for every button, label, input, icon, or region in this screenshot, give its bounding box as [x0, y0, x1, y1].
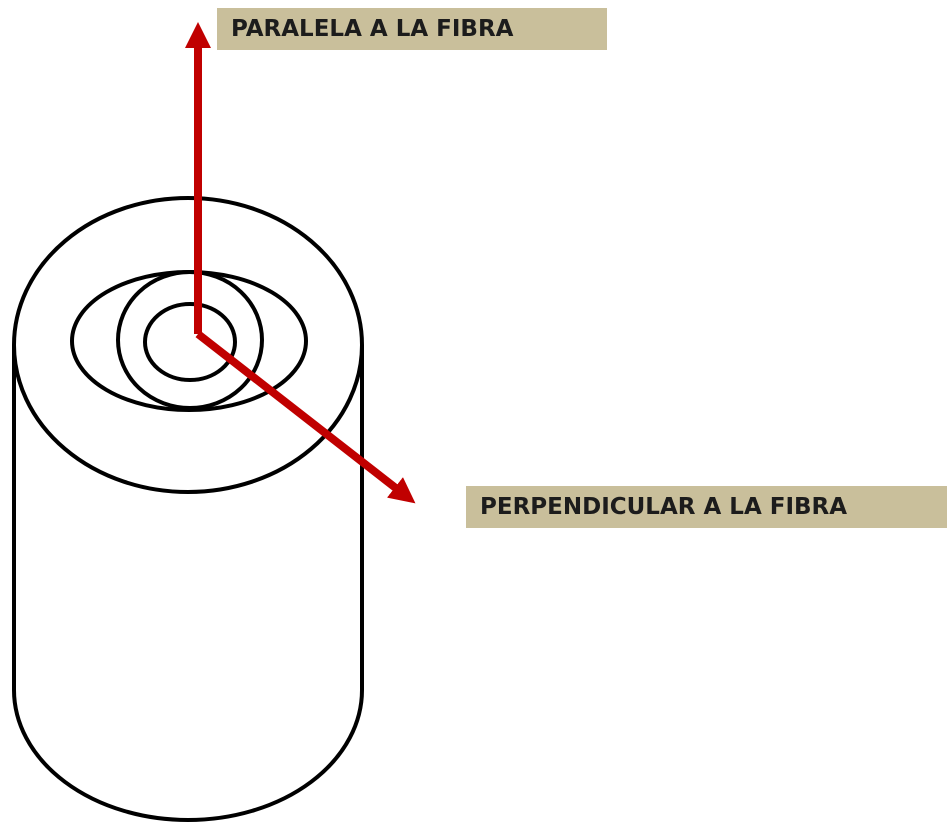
log-top-face — [12, 196, 364, 494]
wood-log-cylinder-icon — [12, 196, 364, 822]
growth-rings-icon — [70, 270, 308, 412]
perpendicular-to-grain-label: PERPENDICULAR A LA FIBRA — [466, 486, 947, 528]
direction-arrow-icon — [185, 22, 416, 504]
parallel-to-grain-label: PARALELA A LA FIBRA — [217, 8, 607, 50]
log-side-outline — [12, 345, 364, 822]
growth-ring-inner — [143, 302, 237, 382]
perpendicular-arrow — [195, 330, 416, 504]
growth-ring-middle — [116, 270, 264, 410]
